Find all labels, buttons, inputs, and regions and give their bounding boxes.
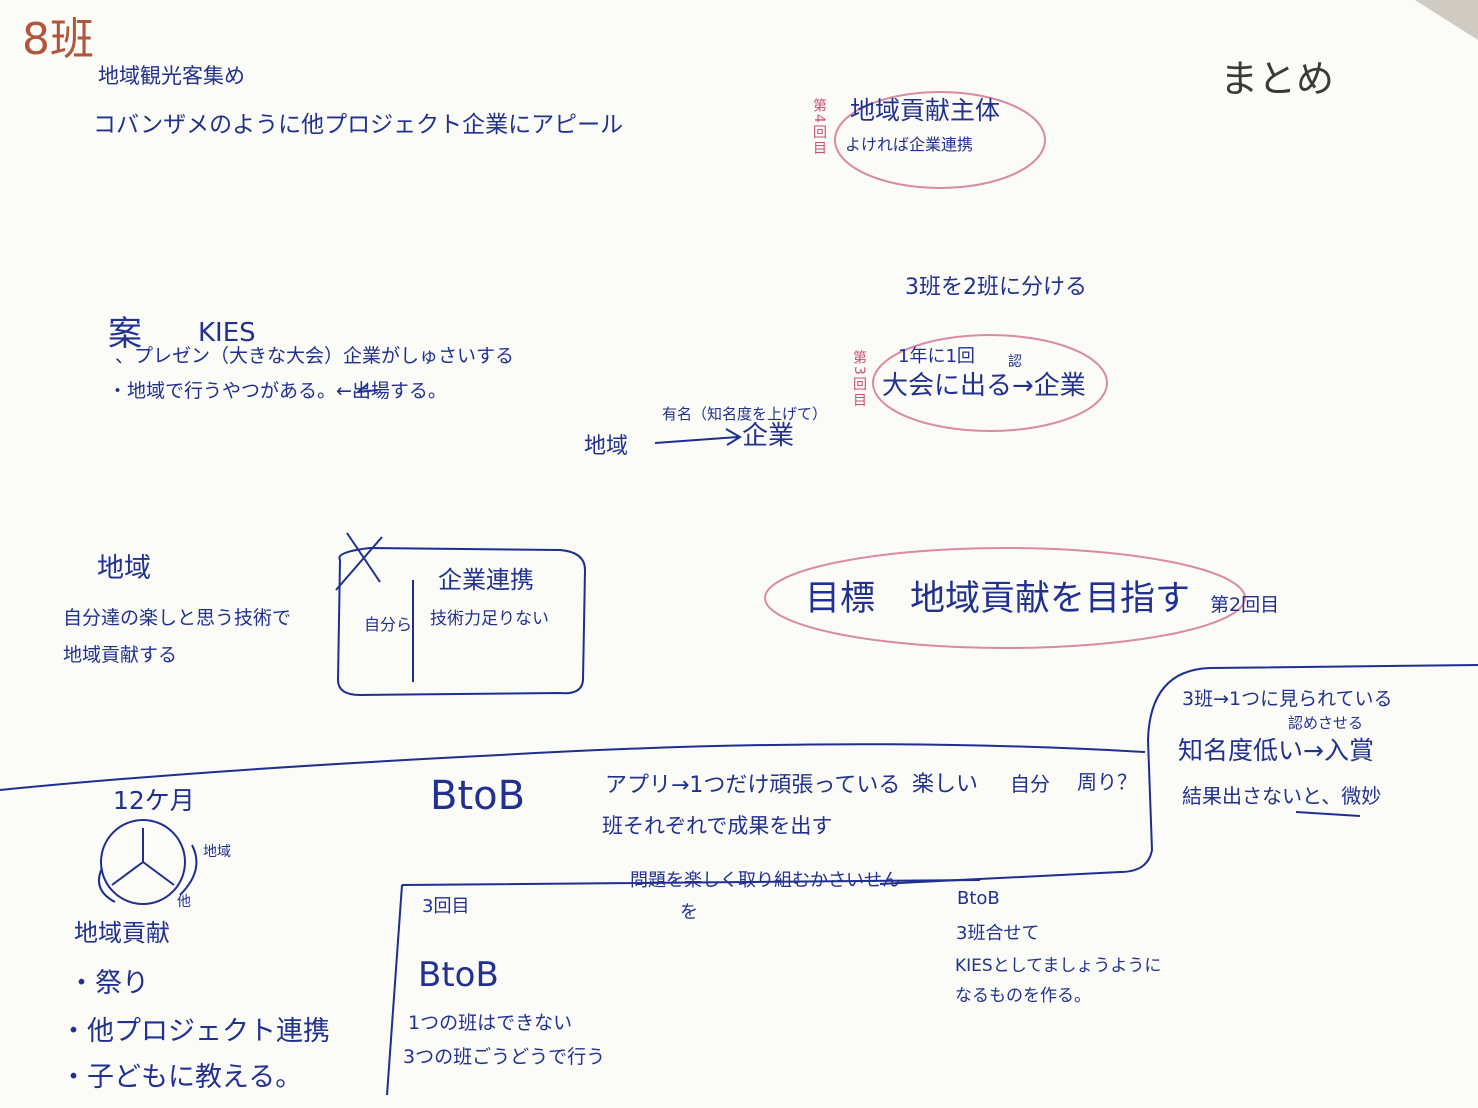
bubble-day4-line2: よければ企業連携	[845, 135, 974, 154]
problem-line-2: を	[680, 902, 698, 923]
right-note-2: 認めさせる	[1288, 714, 1364, 732]
bubble-day3-line2: 大会に出る→企業	[882, 371, 1086, 401]
corp-box-right: 技術力足りない	[430, 609, 549, 629]
day3-title: BtoB	[418, 955, 499, 995]
plan-arrow	[354, 383, 379, 394]
twelve-months-title: 12ケ月	[113, 786, 195, 815]
twelve-months-item-2: ・他プロジェクト連携	[60, 1016, 330, 1047]
goal-ellipse	[764, 547, 1246, 649]
lower-box	[386, 879, 981, 1096]
twelve-months-item-3: ・子どもに教える。	[60, 1062, 303, 1093]
flow-from: 地域	[584, 434, 629, 459]
bubble-day3-ellipse	[872, 334, 1108, 432]
intro-text: コバンザメのように他プロジェクト企業にアピール	[93, 112, 624, 138]
notes-underline	[1295, 811, 1361, 817]
bubble-day4-label: 第4回目	[811, 98, 827, 157]
btob-main-line-2: 班それぞれで成果を出す	[602, 814, 833, 838]
region-title: 地域	[97, 553, 151, 584]
goal-note: 第2回目	[1210, 594, 1280, 616]
corp-box-x	[335, 532, 383, 591]
btob-main-line-1: アプリ→1つだけ頑張っている	[605, 773, 901, 798]
cycle-region-label: 地域	[203, 844, 231, 860]
plan-kies: KIES	[198, 318, 256, 348]
btob-main-self: 自分	[1010, 772, 1050, 796]
bubble-day3-note: 認	[1008, 354, 1022, 370]
region-line-1: 自分達の楽しと思う技術で	[63, 607, 292, 629]
btob-right-line-2: KIESとしてましょうように	[955, 956, 1162, 976]
group-label: 8班	[22, 14, 94, 65]
plan-item-2: ・地域で行うやつがある。←出場する。	[108, 380, 447, 402]
cycle-circle	[100, 819, 186, 905]
region-line-2: 地域貢献する	[63, 644, 178, 666]
problem-line-1: 問題を楽しく取り組むかさいせん	[630, 870, 900, 891]
page-title: 地域観光客集め	[98, 64, 245, 88]
goal-text: 目標 地域貢献を目指す	[805, 579, 1191, 619]
btob-right-line-1: 3班合せて	[956, 923, 1040, 944]
btob-right-title: BtoB	[957, 888, 1000, 909]
twelve-months-item-1: ・祭り	[68, 968, 149, 999]
cycle-other-label: 他	[177, 894, 191, 910]
cycle-arrow-right	[179, 844, 198, 896]
btob-main-title: BtoB	[430, 773, 526, 819]
flow-to: 企業	[742, 421, 795, 451]
summary-label: まとめ	[1220, 57, 1335, 101]
day3-label: 3回目	[422, 896, 470, 917]
plan-item-1: 、プレゼン（大きな大会）企業がしゅさいする	[115, 345, 515, 367]
corp-box-left: 自分ら	[364, 615, 413, 634]
corp-box-title: 企業連携	[438, 566, 534, 594]
flow-arrow	[654, 428, 742, 446]
divider-line	[0, 743, 1146, 791]
bubble-day4-ellipse	[834, 91, 1046, 189]
btob-right-line-3: なるものを作る。	[955, 986, 1091, 1006]
split-note: 3班を2班に分ける	[905, 275, 1087, 300]
right-note-1: 3班→1つに見られている	[1182, 688, 1393, 710]
right-note-3: 知名度低い→入賞	[1178, 736, 1374, 765]
right-bracket	[879, 664, 1478, 885]
bubble-day3-line1: 1年に1回	[898, 346, 975, 367]
day3-line-1: 1つの班はできない	[408, 1012, 573, 1034]
cycle-spokes	[111, 828, 175, 886]
twelve-months-heading: 地域貢献	[74, 919, 170, 947]
plan-title: 案	[108, 314, 142, 354]
right-note-4: 結果出さないと、微妙	[1182, 784, 1382, 808]
day3-line-2: 3つの班ごうどうで行う	[403, 1046, 606, 1068]
cycle-arrow-left	[98, 867, 116, 903]
bubble-day3-label: 第3回目	[851, 350, 867, 409]
flow-arrow-label: 有名（知名度を上げて）	[662, 405, 828, 423]
btob-main-around: 周り？	[1077, 770, 1137, 794]
btob-main-fun: 楽しい	[912, 772, 979, 797]
bubble-day4-line1: 地域貢献主体	[850, 96, 1001, 125]
